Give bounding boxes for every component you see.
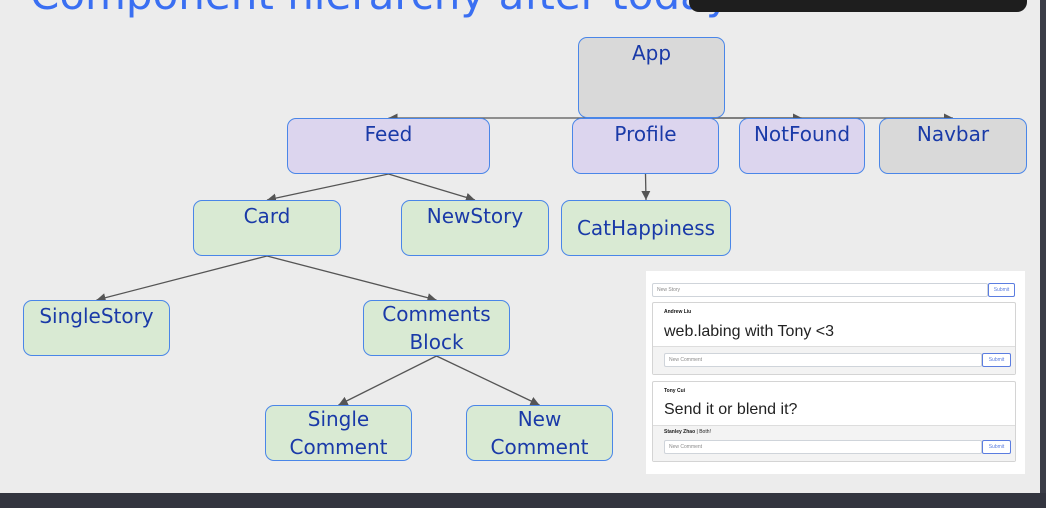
node-card: Card (193, 200, 341, 256)
node-cathappiness: CatHappiness (561, 200, 731, 256)
node-commentsblock: Comments Block (363, 300, 510, 356)
right-edge-strip (1040, 0, 1046, 493)
edge-commentsblock-to-singlecomment (338, 355, 437, 406)
story-card: Tony Cui Send it or blend it? Stanley Zh… (652, 381, 1016, 462)
comment-author: Stanley Zhao (664, 429, 696, 435)
node-newcomment: New Comment (466, 405, 613, 461)
edge-card-to-commentsblock (266, 255, 437, 303)
story-author: Andrew Liu (664, 309, 692, 315)
node-singlestory: SingleStory (23, 300, 170, 356)
new-story-input[interactable]: New Story (652, 283, 988, 297)
single-comment: Stanley Zhao | Both! (664, 429, 711, 435)
bottom-bar (0, 493, 1046, 508)
story-content: web.labing with Tony <3 (664, 323, 835, 340)
node-feed: Feed (287, 118, 490, 174)
comments-block: New Comment Submit (653, 346, 1015, 374)
comments-block: Stanley Zhao | Both! New Comment Submit (653, 425, 1015, 461)
new-comment-input[interactable]: New Comment (664, 440, 982, 454)
dark-pill-decoration (689, 0, 1027, 12)
story-author: Tony Cui (664, 388, 686, 394)
node-singlecomment: Single Comment (265, 405, 412, 461)
app-screenshot-mockup: New Story Submit Andrew Liu web.labing w… (646, 271, 1025, 474)
story-content: Send it or blend it? (664, 401, 798, 418)
edge-feed-to-card (266, 173, 389, 203)
page-title: Component hierarchy after today: (30, 0, 742, 19)
new-comment-input[interactable]: New Comment (664, 353, 982, 367)
node-app: App (578, 37, 725, 118)
edge-commentsblock-to-newcomment (436, 355, 540, 406)
edge-profile-to-cathappiness (641, 173, 651, 201)
edge-feed-to-newstory (388, 173, 476, 202)
node-newstory: NewStory (401, 200, 549, 256)
node-navbar: Navbar (879, 118, 1027, 174)
new-comment-submit-button[interactable]: Submit (982, 353, 1011, 367)
node-notfound: NotFound (739, 118, 865, 174)
story-card: Andrew Liu web.labing with Tony <3 New C… (652, 302, 1016, 375)
node-profile: Profile (572, 118, 719, 174)
comment-text: Both! (699, 429, 711, 435)
new-story-submit-button[interactable]: Submit (988, 283, 1015, 297)
new-comment-submit-button[interactable]: Submit (982, 440, 1011, 454)
edge-card-to-singlestory (96, 255, 268, 303)
comment-separator: | (695, 429, 700, 435)
